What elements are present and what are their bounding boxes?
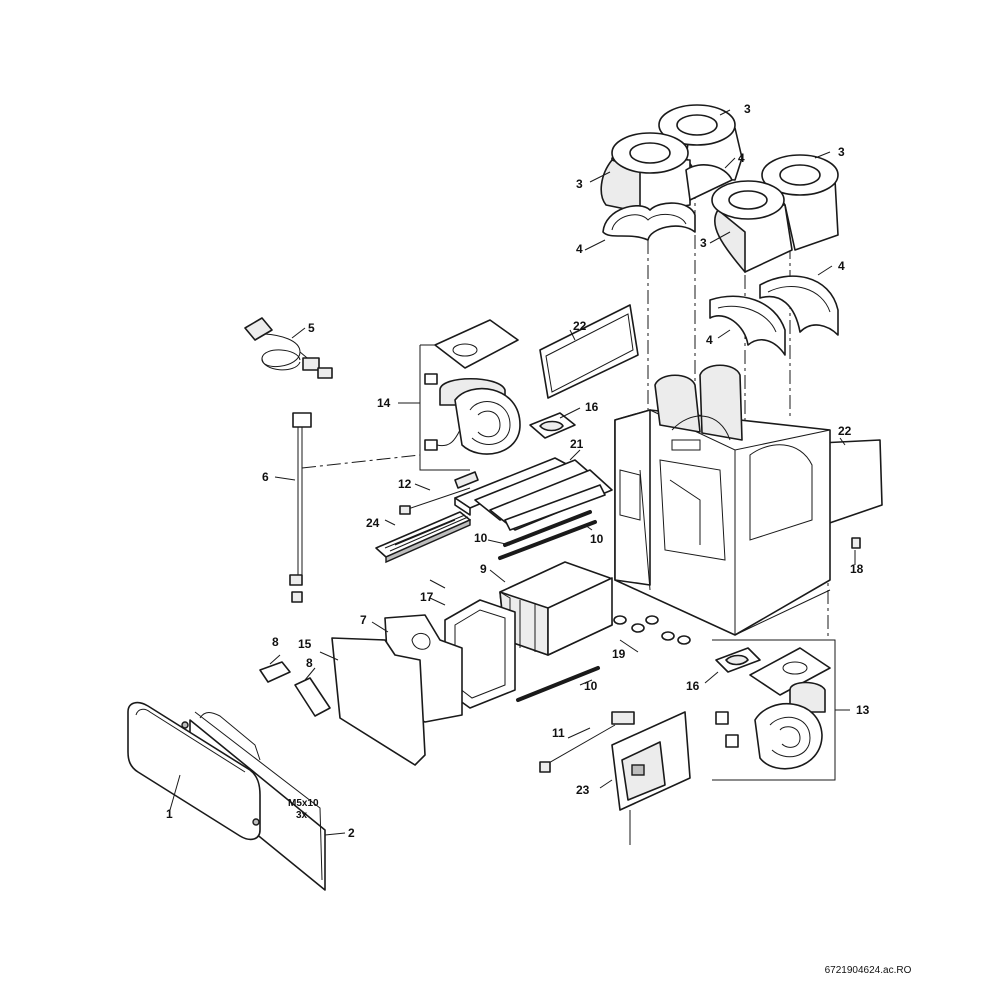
- callout-11: 11: [552, 726, 565, 740]
- callout-22: 22: [838, 424, 852, 438]
- callout-5: 5: [308, 321, 315, 335]
- leader-lines: [169, 109, 856, 836]
- callout-3: 3: [744, 102, 751, 116]
- callout-9: 9: [480, 562, 487, 576]
- part-cable-harness: [289, 412, 312, 603]
- part-bracket: [529, 412, 761, 673]
- callout-18: 18: [850, 562, 864, 576]
- part-sensor-cable: [539, 711, 635, 773]
- callout-8: 8: [272, 635, 279, 649]
- screw-note-size: M5x10: [288, 798, 319, 809]
- part-power-cable: [244, 317, 333, 379]
- callout-1: 1: [166, 807, 173, 821]
- callout-13: 13: [856, 703, 870, 717]
- callout-21: 21: [570, 437, 584, 451]
- callout-22: 22: [573, 319, 587, 333]
- callout-10: 10: [584, 679, 598, 693]
- part-main-housing: [614, 364, 831, 636]
- part-control-board: [611, 711, 691, 845]
- screw-note: M5x10 3x: [288, 798, 319, 821]
- part-heat-exchanger: [499, 561, 613, 656]
- callout-8: 8: [306, 656, 313, 670]
- callout-17: 17: [420, 590, 434, 604]
- part-front-cover: [127, 701, 261, 841]
- part-fan-assembly-right: [712, 639, 850, 781]
- callout-19: 19: [612, 647, 626, 661]
- callout-2: 2: [348, 826, 355, 840]
- callout-24: 24: [366, 516, 380, 530]
- callout-16: 16: [686, 679, 700, 693]
- screw-note-qty: 3x: [296, 810, 308, 821]
- callout-labels: 1 2 3 3 3 3 4 4 4 4 5 6 7 8 8 9 10 10 10…: [166, 102, 870, 840]
- callout-3: 3: [700, 236, 707, 250]
- callout-15: 15: [298, 637, 312, 651]
- drawing-reference: 6721904624.ac.RO: [825, 965, 912, 976]
- callout-12: 12: [398, 477, 412, 491]
- part-side-panel: [539, 304, 639, 399]
- part-filter-cover: [454, 457, 613, 531]
- part-seal-strip: [498, 510, 600, 702]
- callout-23: 23: [576, 783, 590, 797]
- callout-10: 10: [474, 531, 488, 545]
- part-screw: [851, 537, 861, 549]
- part-insulation-front: [331, 637, 426, 766]
- part-filter: [375, 511, 471, 589]
- part-fan-assembly: [419, 319, 521, 471]
- callout-16: 16: [585, 400, 599, 414]
- callout-14: 14: [377, 396, 391, 410]
- part-gasket: [602, 164, 839, 356]
- callout-4: 4: [706, 333, 713, 347]
- part-plug: [613, 615, 691, 645]
- callout-10: 10: [590, 532, 604, 546]
- callout-3: 3: [576, 177, 583, 191]
- callout-4: 4: [576, 242, 583, 256]
- callout-6: 6: [262, 470, 269, 484]
- callout-7: 7: [360, 613, 367, 627]
- part-foam-pad: [259, 661, 331, 717]
- callout-4: 4: [738, 151, 745, 165]
- part-duct-adapter: [600, 104, 839, 273]
- callout-3: 3: [838, 145, 845, 159]
- part-sensor: [399, 471, 479, 515]
- callout-4: 4: [838, 259, 845, 273]
